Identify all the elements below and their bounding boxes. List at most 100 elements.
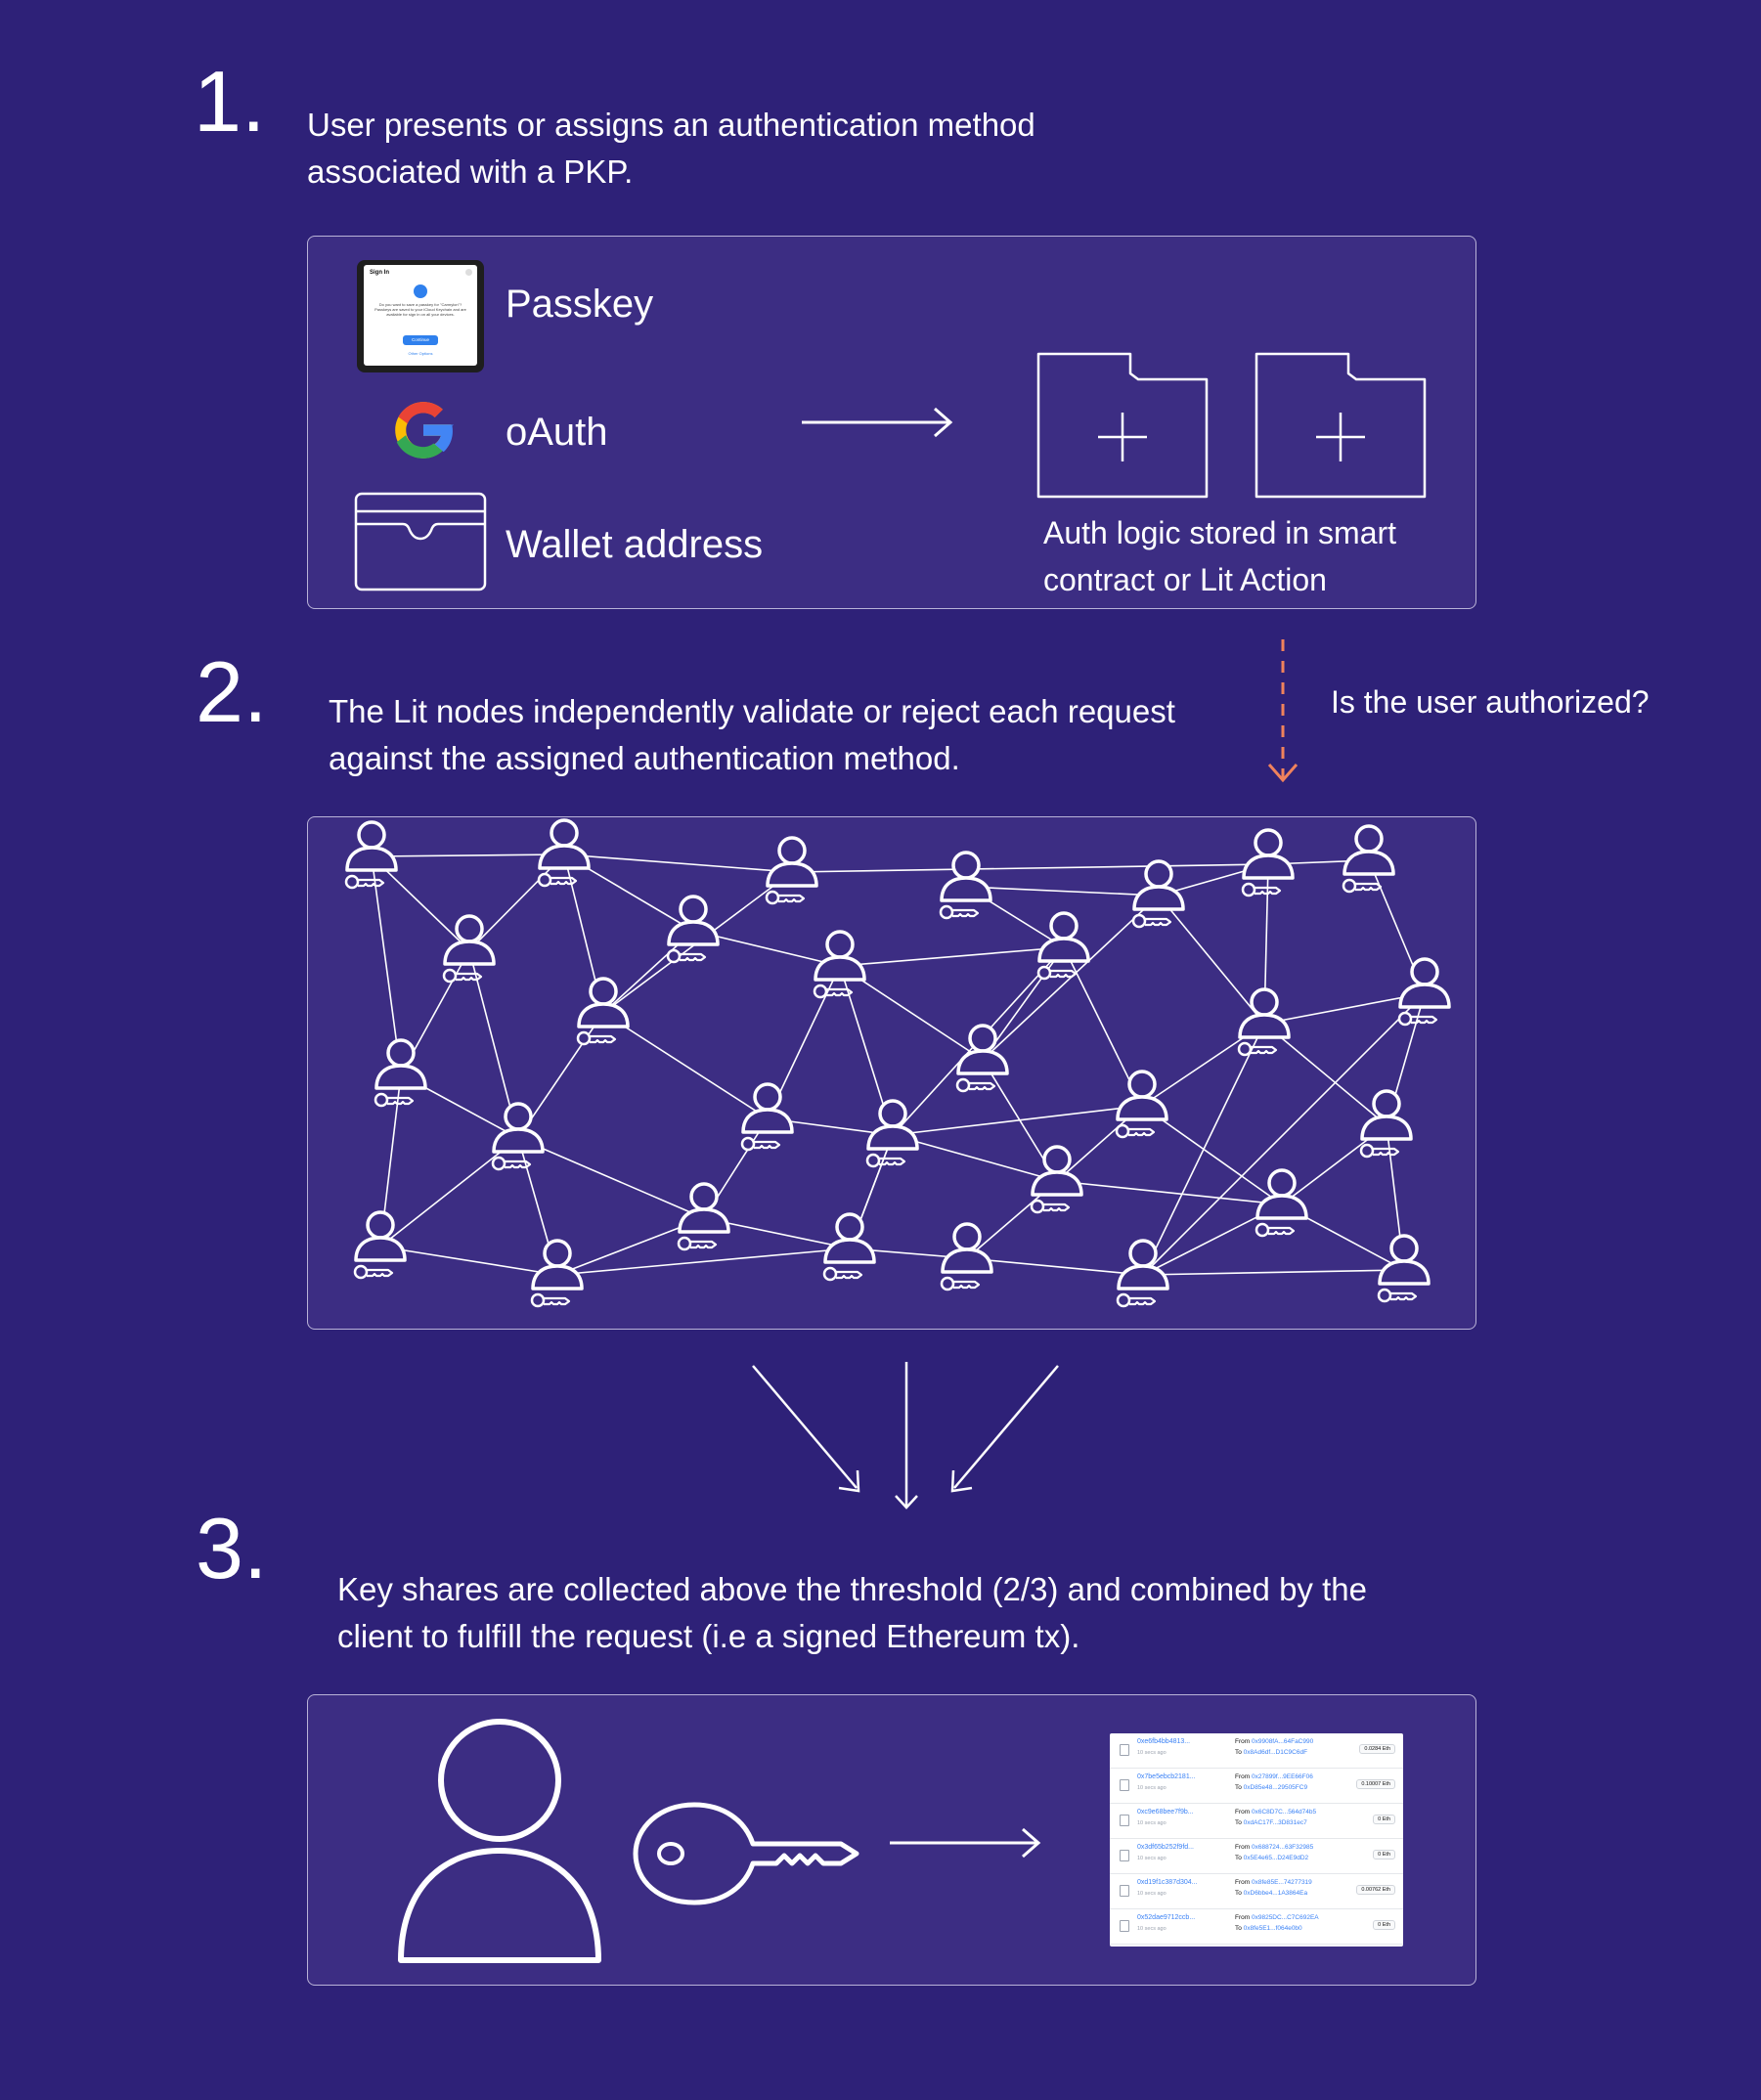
table-row: 0xe6fb4bb4813... 10 secs ago From 0x9908fA…	[1110, 1733, 1403, 1769]
tx-to: To 0xD85e48...29505FC9	[1235, 1784, 1308, 1791]
close-icon	[465, 269, 472, 276]
tx-age: 10 secs ago	[1137, 1750, 1167, 1756]
step-1-line-1: User presents or assigns an authenticati…	[307, 107, 1035, 143]
folder-add-icon	[1255, 352, 1427, 499]
auth-logic-line-2: contract or Lit Action	[1043, 562, 1327, 597]
tx-hash: 0x52dae9712ccb...	[1137, 1914, 1196, 1921]
tx-age: 10 secs ago	[1137, 1856, 1167, 1861]
step-1-description: User presents or assigns an authenticati…	[307, 102, 1035, 196]
right-arrow-icon	[890, 1827, 1041, 1859]
network-edge	[371, 855, 470, 951]
tx-from-address: 0x9908fA...64FaC990	[1251, 1738, 1314, 1745]
network-edge	[379, 1246, 558, 1276]
passkey-dialog-body: Do you want to save a passkey for "Carmy…	[374, 302, 466, 317]
auth-method-wallet-label: Wallet address	[506, 523, 764, 566]
tx-hash: 0x7be5ebcb2181...	[1137, 1773, 1196, 1780]
document-icon	[1120, 1920, 1129, 1932]
step-2-line-2: against the assigned authentication meth…	[329, 740, 960, 776]
network-edge	[966, 1257, 1144, 1276]
step-3-number: 3.	[196, 1500, 268, 1597]
lit-node-icon	[1036, 911, 1090, 981]
tx-hash: 0xe6fb4bb4813...	[1137, 1738, 1191, 1745]
network-edge	[892, 1105, 1143, 1136]
lit-node-icon	[1377, 1234, 1431, 1303]
tx-to-address: 0x8fe5E1...f064e0b0	[1243, 1925, 1302, 1932]
google-icon	[395, 402, 455, 459]
passkey-dialog-icon: Sign In Do you want to save a passkey fo…	[357, 260, 484, 372]
document-icon	[1120, 1885, 1129, 1897]
tx-age: 10 secs ago	[1137, 1891, 1167, 1897]
step-2-number: 2.	[196, 643, 268, 740]
lit-node-icon	[1397, 957, 1451, 1027]
network-edge	[371, 855, 402, 1075]
step-1-line-2: associated with a PKP.	[307, 153, 634, 190]
tx-hash: 0xd19f1c387d304...	[1137, 1879, 1198, 1886]
tx-hash: 0x3df65b252f9fd...	[1137, 1844, 1194, 1851]
tx-to-address: 0xD6bbe4...1A3864Ea	[1243, 1890, 1308, 1897]
lit-node-icon	[1131, 859, 1185, 929]
tx-from: From 0x688724...63F32985	[1235, 1844, 1314, 1851]
auth-method-passkey-label: Passkey	[506, 283, 654, 326]
document-icon	[1120, 1850, 1129, 1861]
lit-node-icon	[666, 895, 720, 964]
tx-from: From 0x8fe85E...74277319	[1235, 1879, 1312, 1886]
lit-node-icon	[374, 1038, 427, 1108]
auth-methods-panel	[307, 236, 1476, 609]
lit-node-icon	[939, 851, 992, 920]
lit-node-icon	[940, 1222, 993, 1291]
network-edge	[1142, 1269, 1405, 1276]
tx-to-address: 0x8Ad6df...D1C9C6dF	[1243, 1749, 1308, 1756]
tx-to: To 0xdAC17F...3D831ec7	[1235, 1819, 1307, 1826]
tx-to-address: 0xD85e48...29505FC9	[1243, 1784, 1308, 1791]
network-edge	[892, 1134, 1058, 1182]
lit-node-icon	[530, 1239, 584, 1308]
lit-node-icon	[813, 930, 866, 999]
tx-from-address: 0x8fe85E...74277319	[1251, 1879, 1312, 1886]
network-edge	[517, 1137, 705, 1219]
auth-method-oauth-label: oAuth	[506, 411, 608, 454]
table-row: 0x3df65b252f9fd... 10 secs ago From 0x6887…	[1110, 1839, 1403, 1874]
tx-value: 0.00762 Eth	[1356, 1885, 1395, 1895]
lit-node-icon	[677, 1182, 730, 1251]
network-edge	[1141, 1105, 1283, 1205]
tx-from: From 0x27899f...9EE66F06	[1235, 1773, 1313, 1780]
lit-node-icon	[344, 820, 398, 890]
lit-node-icon	[442, 914, 496, 984]
step-3-line-2: client to fulfill the request (i.e a sig…	[337, 1618, 1080, 1654]
network-edge	[371, 853, 565, 857]
tx-to: To 0xD6bbe4...1A3864Ea	[1235, 1890, 1308, 1897]
tx-age: 10 secs ago	[1137, 1926, 1167, 1932]
tx-to: To 0x5E4e65...D24E9dD2	[1235, 1855, 1309, 1861]
step-3-line-1: Key shares are collected above the thres…	[337, 1571, 1367, 1607]
tx-from: From 0x9825DC...C7C692EA	[1235, 1914, 1319, 1921]
passkey-key-icon	[414, 284, 427, 298]
lit-node-icon	[765, 836, 818, 905]
tx-value: 0 Eth	[1373, 1920, 1395, 1930]
network-edge	[1263, 1023, 1387, 1126]
document-icon	[1120, 1744, 1129, 1756]
tx-value: 0 Eth	[1373, 1815, 1395, 1824]
lit-node-icon	[491, 1102, 545, 1171]
passkey-continue-button: Continue	[403, 335, 438, 345]
network-edge	[791, 863, 1269, 873]
network-edge	[1142, 1023, 1265, 1276]
network-edge	[839, 946, 1065, 967]
lit-node-icon	[1255, 1168, 1308, 1238]
lit-node-icon	[1241, 828, 1295, 897]
lit-node-icon	[537, 818, 591, 888]
client-user-icon	[398, 1719, 601, 1963]
tx-from: From 0x9908fA...64FaC990	[1235, 1738, 1314, 1745]
tx-value: 0.0284 Eth	[1359, 1744, 1395, 1754]
lit-node-icon	[1030, 1145, 1083, 1214]
dashed-down-arrow-icon	[1267, 639, 1299, 783]
lit-node-icon	[1115, 1070, 1168, 1139]
tx-from-address: 0x27899f...9EE66F06	[1251, 1773, 1313, 1780]
lit-node-icon	[740, 1082, 794, 1152]
lit-node-icon	[955, 1024, 1009, 1093]
network-edge	[602, 1012, 769, 1119]
lit-node-icon	[1237, 987, 1291, 1057]
network-edge	[1158, 895, 1265, 1025]
lit-node-icon	[576, 977, 630, 1046]
